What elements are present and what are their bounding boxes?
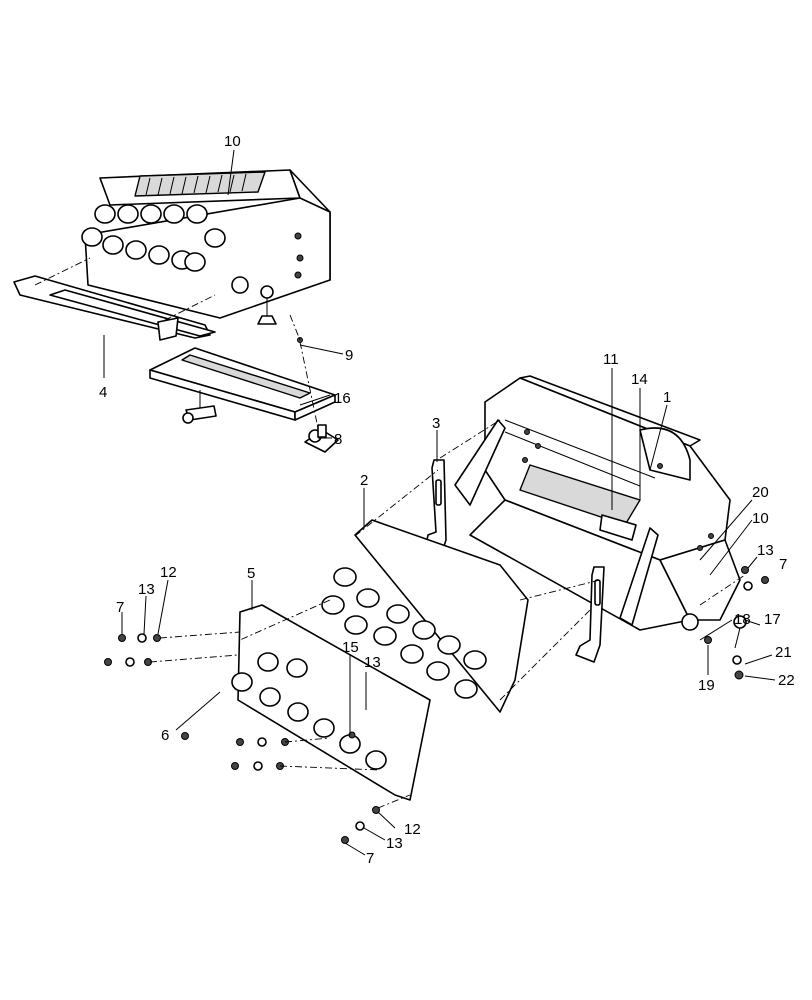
callout-17: 17	[764, 611, 781, 628]
knob	[304, 424, 339, 453]
callout-12-bottom: 12	[404, 821, 421, 838]
main-frame-assembly	[454, 375, 741, 631]
callout-13-bottom: 13	[386, 835, 403, 852]
callout-labels: 10 4 9 16 8 3 2 5 6 15 13 11 14 1 20 10 …	[99, 133, 795, 867]
callout-7-left: 7	[116, 599, 124, 616]
tube-row	[321, 519, 529, 713]
callout-8: 8	[334, 431, 342, 448]
callout-13-center: 13	[364, 654, 381, 671]
cover-plate	[13, 275, 216, 341]
callout-7-right: 7	[779, 556, 787, 573]
callout-9: 9	[345, 347, 353, 364]
callout-12-left: 12	[160, 564, 177, 581]
left-bracket	[425, 459, 447, 553]
callout-5: 5	[247, 565, 255, 582]
assembly-lines-upper	[34, 257, 319, 429]
callout-11: 11	[603, 351, 619, 368]
callout-16: 16	[334, 390, 351, 407]
distributor-head-assembly	[81, 169, 331, 325]
assembly-lines-lower	[149, 419, 746, 809]
callout-15: 15	[342, 639, 359, 656]
callout-22: 22	[778, 672, 795, 689]
callout-2: 2	[360, 472, 368, 489]
callout-4: 4	[99, 384, 107, 401]
callout-18: 18	[734, 611, 751, 628]
callout-13-right: 13	[757, 542, 774, 559]
callout-6: 6	[161, 727, 169, 744]
callout-1: 1	[663, 389, 671, 406]
front-tube-plate	[231, 604, 431, 801]
base-plate	[149, 347, 336, 424]
callout-13-left: 13	[138, 581, 155, 598]
callout-14: 14	[631, 371, 648, 388]
leader-lines	[103, 149, 776, 856]
callout-19: 19	[698, 677, 715, 694]
hardware	[104, 566, 769, 844]
callout-10-lower: 10	[752, 510, 769, 527]
callout-21: 21	[775, 644, 792, 661]
callout-10-upper: 10	[224, 133, 241, 150]
callout-3: 3	[432, 415, 440, 432]
callout-20: 20	[752, 484, 769, 501]
right-bracket	[575, 566, 605, 663]
callout-7-bottom: 7	[366, 850, 374, 867]
